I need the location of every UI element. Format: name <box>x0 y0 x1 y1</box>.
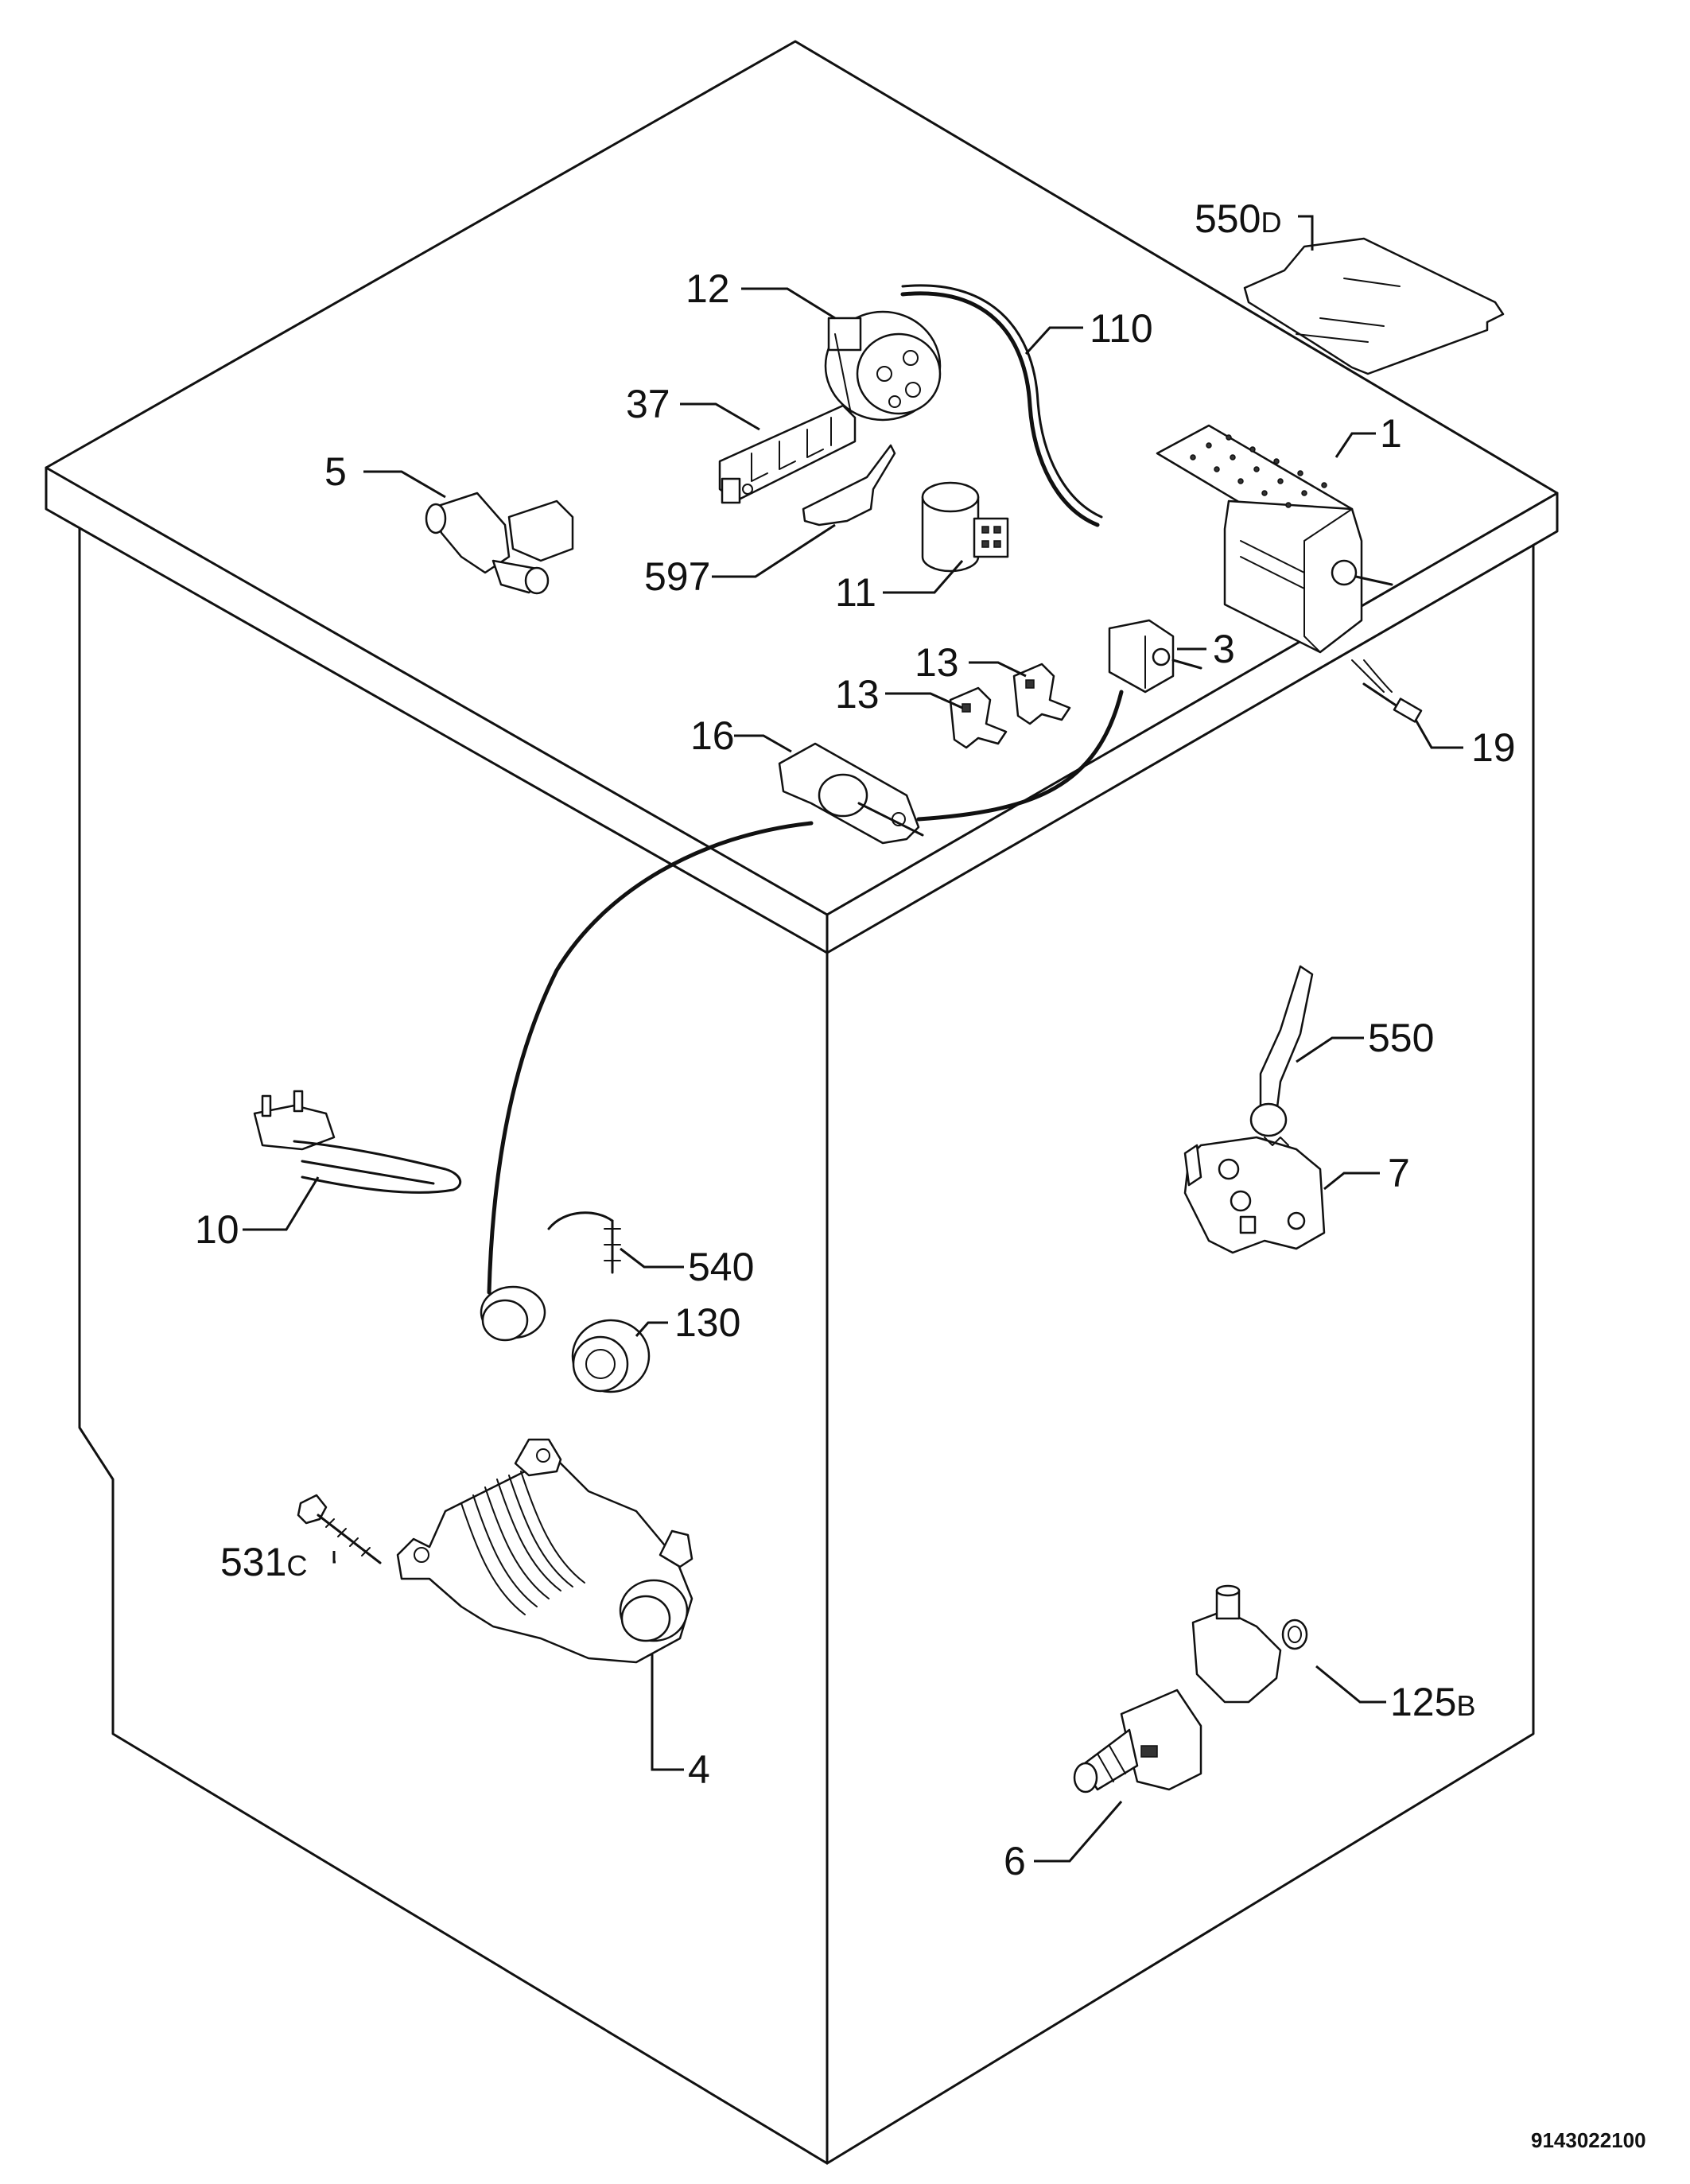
heating-element-10 <box>253 1090 462 1194</box>
clip-597 <box>802 444 896 527</box>
label-4: 4 <box>688 1747 710 1792</box>
label-10: 10 <box>195 1207 239 1252</box>
document-number: 9143022100 <box>1531 2128 1646 2152</box>
door-lock-16 <box>778 742 924 845</box>
leader-lines <box>243 215 1463 1863</box>
label-1: 1 <box>1380 411 1402 456</box>
connector-13-lower <box>949 686 1008 749</box>
hose-110 <box>900 291 1100 527</box>
label-550d: 550D <box>1195 196 1281 241</box>
clamp-540 <box>547 1211 621 1274</box>
control-module-dots <box>1190 434 1327 508</box>
label-12: 12 <box>686 266 730 311</box>
valve-5 <box>425 492 574 595</box>
callout-labels: 550D 12 110 37 1 5 597 11 13 13 3 16 19 … <box>195 196 1516 1883</box>
switch-3 <box>1108 619 1202 694</box>
control-module-1 <box>1156 424 1393 654</box>
label-531c: 531C <box>220 1540 307 1584</box>
label-19: 19 <box>1471 725 1516 770</box>
label-5: 5 <box>324 449 347 494</box>
connector-13-upper <box>1012 663 1071 725</box>
label-110: 110 <box>1090 306 1153 351</box>
door-latch-7 <box>1183 1136 1326 1254</box>
label-125b: 125B <box>1390 1680 1475 1724</box>
label-540: 540 <box>688 1245 754 1289</box>
lever-550 <box>1249 965 1314 1137</box>
label-7: 7 <box>1388 1151 1410 1195</box>
drain-pump-4 <box>396 1438 693 1664</box>
label-11: 11 <box>835 570 876 615</box>
capacitor-11 <box>921 481 1009 573</box>
label-130: 130 <box>674 1300 740 1345</box>
grommet-130 <box>571 1319 651 1393</box>
label-16: 16 <box>690 713 735 758</box>
label-3: 3 <box>1213 627 1235 671</box>
cable-door-lock-to-switch <box>916 690 1124 822</box>
inlet-valve-6 <box>1073 1584 1282 1793</box>
cable-door-lock-to-gasket <box>487 821 814 1295</box>
pressure-switch-12 <box>824 310 942 422</box>
label-6: 6 <box>1004 1839 1026 1883</box>
o-ring-125b <box>1281 1619 1308 1650</box>
cable-gasket <box>480 1285 546 1342</box>
label-597: 597 <box>644 554 710 599</box>
label-37: 37 <box>626 382 670 426</box>
bolt-531c <box>297 1494 382 1564</box>
cabinet-outline <box>45 40 1559 2165</box>
panel-plate-550d <box>1243 237 1505 375</box>
sensor-19 <box>1351 659 1423 723</box>
label-13-upper: 13 <box>915 640 959 685</box>
label-550: 550 <box>1368 1016 1434 1060</box>
terminal-block-37 <box>718 404 857 504</box>
label-13-lower: 13 <box>835 672 880 717</box>
